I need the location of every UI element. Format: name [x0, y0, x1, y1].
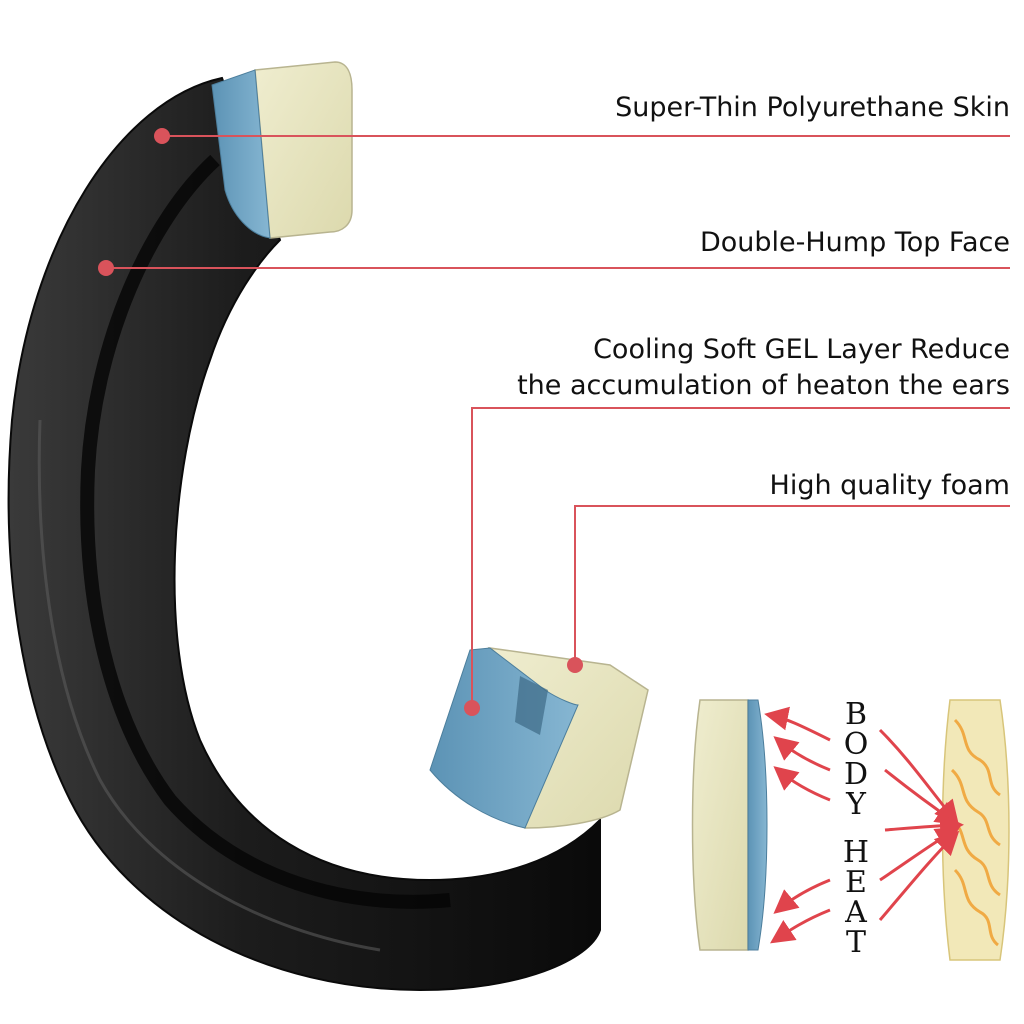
- arrow-reflect-5: [770, 908, 831, 944]
- earpad-outer-leather: [7, 76, 601, 992]
- arrow-reflect-1: [764, 706, 831, 742]
- callout-skin: Super-Thin Polyurethane Skin: [615, 90, 1010, 126]
- earpad-highlight: [37, 419, 381, 952]
- earpad-inner-seam: [80, 154, 451, 909]
- heat-letter: A: [845, 895, 867, 930]
- arrow-reflect-3: [773, 766, 831, 802]
- callout-top-face-text: Double-Hump Top Face: [699, 227, 1010, 258]
- callout-gel-line1: Cooling Soft GEL Layer Reduce: [593, 334, 1010, 365]
- leader-foam: [574, 505, 1010, 665]
- callout-skin-text: Super-Thin Polyurethane Skin: [615, 92, 1010, 123]
- leader-lines: [98, 128, 1010, 716]
- body-letter: B: [844, 697, 868, 732]
- top-foam-block: [254, 61, 353, 239]
- gel-pad-gel: [747, 699, 768, 951]
- heat-label: H E A T: [836, 838, 876, 958]
- leader-gel: [471, 407, 1010, 708]
- body-letter: D: [843, 757, 869, 792]
- body-letter: O: [843, 727, 869, 762]
- callout-foam-text: High quality foam: [769, 470, 1010, 501]
- flame-pattern: [950, 718, 1001, 947]
- callout-top-face: Double-Hump Top Face: [700, 225, 1010, 261]
- callout-foam: High quality foam: [770, 468, 1010, 504]
- leader-foam-dot: [567, 657, 583, 673]
- arrow-reflect-2: [773, 736, 831, 772]
- arrow-absorb-5: [878, 830, 960, 921]
- arrow-reflect-4: [773, 878, 831, 914]
- callout-gel-line2: the accumulation of heaton the ears: [517, 370, 1010, 401]
- foam-pad-side-view: [941, 699, 1010, 961]
- heat-letter: T: [845, 925, 866, 960]
- heat-letter: E: [845, 865, 867, 900]
- gel-pad-foam: [691, 699, 749, 951]
- gel-pad-side-view: [691, 699, 768, 951]
- callout-gel: Cooling Soft GEL Layer Reduce the accumu…: [517, 332, 1010, 404]
- body-letter: Y: [846, 787, 866, 822]
- heat-letter: H: [842, 835, 870, 870]
- top-cross-section: [211, 61, 353, 239]
- bottom-gel-notch: [515, 676, 548, 735]
- leader-top-face-dot: [98, 260, 114, 276]
- foam-pad-body: [941, 699, 1010, 961]
- bottom-cross-section: [429, 646, 649, 829]
- leader-skin-dot: [154, 128, 170, 144]
- top-gel-layer: [211, 69, 271, 239]
- heat-arrows: [764, 706, 964, 944]
- arrow-absorb-3: [884, 813, 964, 838]
- earpad-ring: [7, 76, 601, 992]
- body-label: B O D Y: [836, 700, 876, 820]
- leader-gel-dot: [464, 700, 480, 716]
